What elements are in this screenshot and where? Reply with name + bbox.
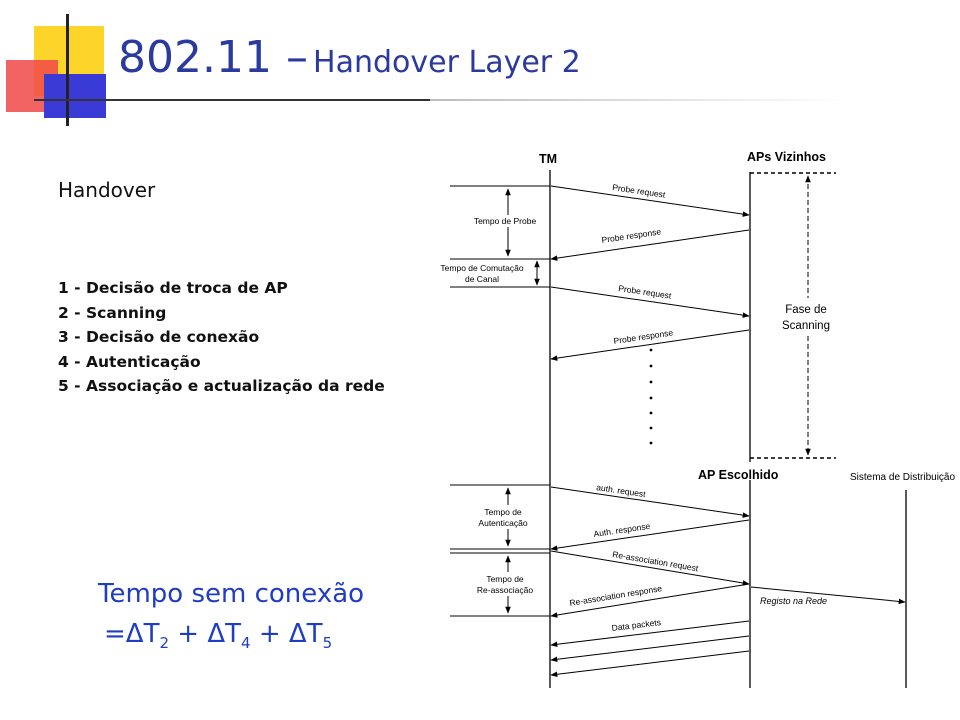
auth-request-label: auth. request [596,482,647,499]
data-packets-label: Data packets [611,617,661,633]
continuation-dots [649,348,653,445]
probe-response-label-2: Probe response [613,327,674,346]
deco-horizontal-line [34,99,430,101]
data-packet-arrow [550,635,750,663]
no-connection-formula: Tempo sem conexão =ΔT2 + ΔT4 + ΔT5 [98,574,364,663]
step-item: 3 - Decisão de conexão [58,328,260,346]
page-title: 802.11 – Handover Layer 2 [118,32,581,83]
ds-label: Sistema de Distribuição [850,472,955,483]
reassoc-interval-label-2: Re-associação [477,585,533,595]
interval-boundaries [450,185,550,617]
probe-interval-label-bg [466,215,544,227]
deco-blue-square [44,74,106,118]
phase-label-line2: Scanning [782,320,830,332]
ap-chosen-label: AP Escolhido [698,468,779,482]
auth-request-arrow [550,486,750,518]
auth-interval-label-1: Tempo de [484,507,522,517]
data-packet-arrow [550,650,750,678]
switch-interval-label-2: de Canal [465,274,499,284]
registo-arrow [750,586,906,605]
auth-response-arrow [550,519,750,551]
title-sub: Handover Layer 2 [313,45,581,80]
probe-request-label: Probe request [612,182,667,200]
reassoc-response-label: Re-association response [569,583,663,608]
no-connection-equation: =ΔT2 + ΔT4 + ΔT5 [104,619,333,653]
phase-label-line1: Fase de [785,304,827,316]
subtitle: Handover [58,178,156,202]
step-list: 1 - Decisão de troca de AP 2 - Scanning … [58,276,385,399]
probe-request-arrow [550,185,750,217]
switch-interval-label-bg [431,262,533,284]
step-item: 2 - Scanning [58,303,167,322]
probe-request-arrow-2 [550,286,750,318]
reassoc-response-arrow [550,583,750,618]
probe-response-arrow-2 [550,329,750,361]
probe-response-label: Probe response [601,226,662,245]
reassoc-interval-label-bg [472,572,538,596]
reassoc-interval-label-1: Tempo de [486,574,524,584]
data-packet-arrow [550,620,750,648]
deco-vertical-line [66,14,69,126]
registo-label: Registo na Rede [760,596,827,606]
tm-label: TM [539,152,557,166]
title-main: 802.11 – [118,32,308,83]
deco-horizontal-line-fade [430,99,850,101]
probe-response-arrow [550,229,750,261]
reassoc-request-label: Re-association request [612,549,700,573]
phase-label-bg [772,298,840,334]
auth-interval-label-bg [462,505,540,529]
auth-response-label: Auth. response [593,521,651,539]
step-item: 5 - Associação e actualização da rede [58,377,385,395]
reassoc-request-arrow [550,550,750,586]
step-item: 1 - Decisão de troca de AP [58,279,288,297]
auth-interval-label-2: Autenticação [478,518,527,528]
no-connection-label: Tempo sem conexão [98,579,365,609]
probe-interval-label: Tempo de Probe [474,216,537,226]
switch-interval-label-1: Tempo de Comutação [440,263,523,273]
aps-label: APs Vizinhos [747,150,826,164]
step-item: 4 - Autenticação [58,352,201,371]
